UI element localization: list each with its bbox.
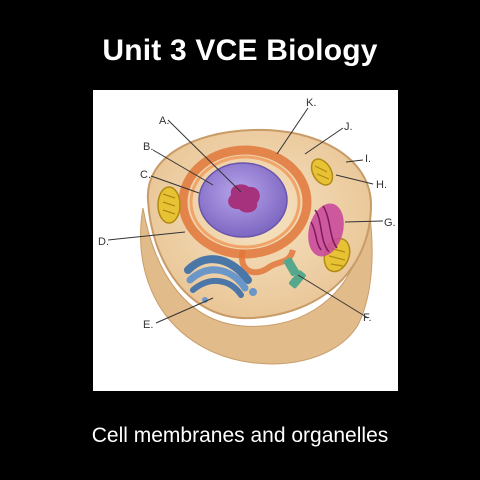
page-subtitle: Cell membranes and organelles	[91, 424, 389, 447]
nucleolus	[228, 184, 260, 213]
centriole	[283, 257, 306, 289]
label-c: C.	[140, 169, 151, 181]
label-d: D.	[98, 236, 109, 248]
label-k: K.	[306, 97, 316, 109]
page-title: Unit 3 VCE Biology	[102, 34, 378, 67]
mitochondrion-top-right	[310, 158, 334, 186]
cell-diagram: A. B. C. D. E. F. G. H. I. J. K.	[98, 97, 396, 365]
label-g: G.	[384, 217, 396, 229]
rough-er-inner	[189, 155, 301, 249]
label-e: E.	[143, 319, 153, 331]
label-b: B.	[143, 141, 153, 153]
leader-lines	[107, 107, 384, 324]
mitochondrion-left	[157, 186, 181, 224]
cell-diagram-panel: A. B. C. D. E. F. G. H. I. J. K.	[93, 90, 398, 391]
label-j: J.	[344, 121, 353, 133]
label-i: I.	[365, 153, 371, 165]
cell-side-wall	[140, 207, 373, 365]
label-h: H.	[376, 179, 387, 191]
lysosome	[308, 203, 344, 257]
golgi-apparatus	[184, 255, 257, 303]
label-f: F.	[363, 312, 372, 324]
label-a: A.	[159, 115, 169, 127]
